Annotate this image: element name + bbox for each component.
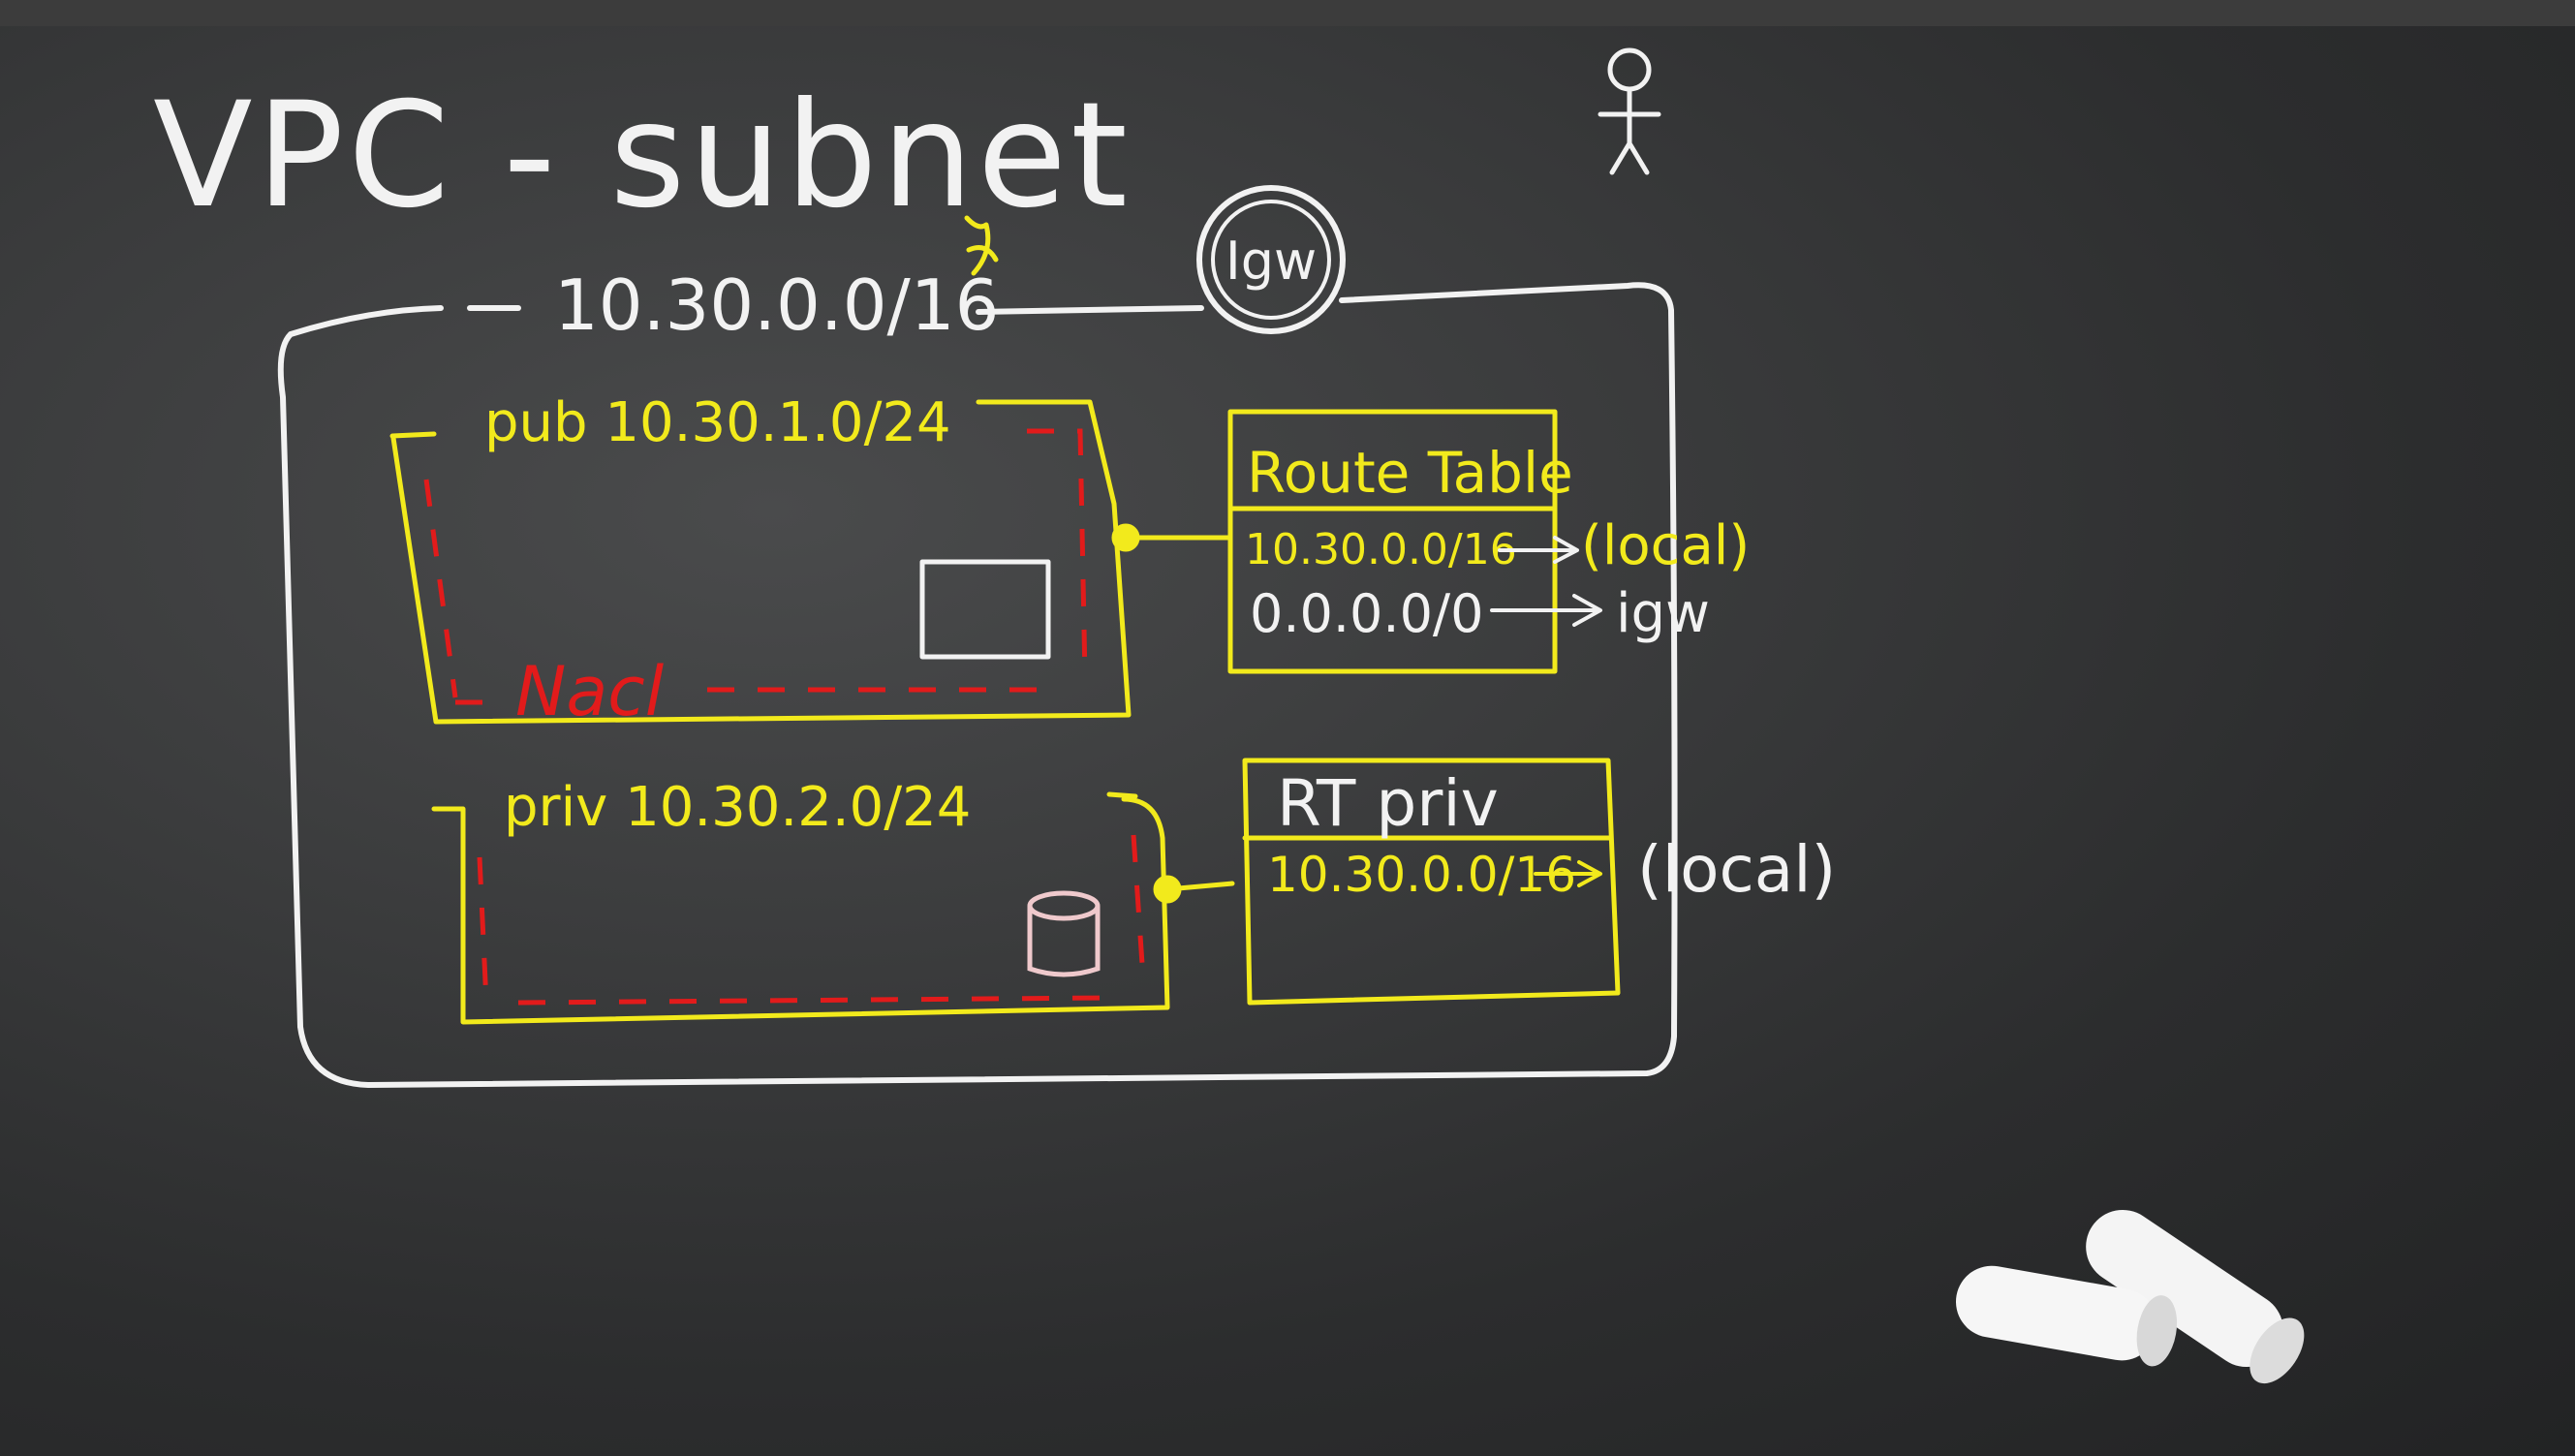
route-table-private: RT priv 10.30.0.0/16 (local) bbox=[1242, 758, 1836, 1006]
igw-label: Igw bbox=[1225, 231, 1317, 292]
user-stick-figure-icon bbox=[1598, 47, 1661, 175]
rt-priv-title: RT priv bbox=[1277, 766, 1499, 841]
instance-icon bbox=[919, 559, 1051, 660]
private-subnet: priv 10.30.2.0/24 bbox=[431, 776, 1235, 1025]
nacl-label: Nacl bbox=[515, 652, 665, 731]
private-route-0-target: (local) bbox=[1637, 832, 1836, 907]
public-subnet-label: pub 10.30.1.0/24 bbox=[484, 391, 951, 454]
public-route-0-destination: 10.30.0.0/16 bbox=[1245, 525, 1517, 574]
chalk-pieces-icon bbox=[1955, 1209, 2305, 1384]
public-route-1-destination: 0.0.0.0/0 bbox=[1250, 583, 1483, 644]
vpc-boundary bbox=[277, 282, 1678, 1088]
route-table-public: Route Table 10.30.0.0/16 (local) 0.0.0.0… bbox=[1227, 409, 1750, 674]
public-route-1-target: igw bbox=[1616, 582, 1710, 645]
diagram-title: VPC - subnet bbox=[153, 72, 1132, 240]
internet-gateway: Igw bbox=[1196, 185, 1346, 334]
public-route-0-target: (local) bbox=[1581, 514, 1750, 577]
window-top-bar bbox=[0, 0, 2575, 26]
route-table-title: Route Table bbox=[1247, 440, 1573, 506]
vpc-cidr: 10.30.0.0/16 bbox=[554, 264, 999, 346]
database-icon bbox=[1027, 890, 1101, 977]
private-route-0-destination: 10.30.0.0/16 bbox=[1267, 847, 1576, 903]
private-subnet-label: priv 10.30.2.0/24 bbox=[504, 776, 971, 839]
cidr-marker bbox=[964, 215, 999, 276]
public-subnet: pub 10.30.1.0/24 Nacl bbox=[389, 391, 1231, 731]
